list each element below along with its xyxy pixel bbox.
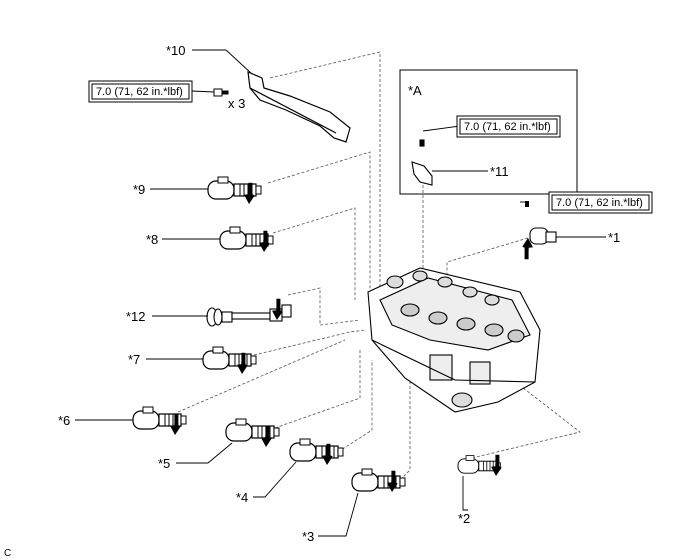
- torque-value-2: 7.0 (71, 62 in.*lbf): [464, 121, 551, 133]
- bolt-icon: [525, 201, 529, 207]
- callout-11: *11: [490, 164, 509, 179]
- solenoid-part-5: [225, 418, 280, 442]
- torque-value-3: 7.0 (71, 62 in.*lbf): [556, 197, 643, 209]
- callout-12: *12: [126, 309, 146, 324]
- callout-1: *1: [608, 230, 620, 245]
- callout-2: *2: [458, 511, 470, 526]
- detail-box-a: [399, 69, 578, 195]
- callout-5: *5: [158, 456, 170, 471]
- callout-9: *9: [133, 182, 145, 197]
- callout-10: *10: [166, 43, 186, 58]
- callout-a: *A: [408, 83, 422, 98]
- callout-6: *6: [58, 413, 70, 428]
- torque-box-3: 7.0 (71, 62 in.*lbf): [548, 191, 653, 214]
- corner-code: C: [4, 548, 11, 559]
- dashed-guide-lines: [177, 51, 581, 481]
- quantity-label: x 3: [228, 96, 245, 111]
- torque-box-1: 7.0 (71, 62 in.*lbf): [88, 80, 193, 103]
- bracket-plate-part-10: [247, 71, 351, 143]
- bolt-icon: [213, 88, 229, 97]
- callout-4: *4: [236, 490, 248, 505]
- torque-value-1: 7.0 (71, 62 in.*lbf): [96, 86, 183, 98]
- bracket-part-11: [411, 139, 433, 186]
- torque-box-2: 7.0 (71, 62 in.*lbf): [456, 115, 561, 138]
- callout-leaders: [75, 49, 606, 537]
- solenoid-part-1: [529, 227, 557, 245]
- callout-8: *8: [146, 232, 158, 247]
- valve-body: [367, 267, 541, 413]
- solenoid-part-3: [351, 468, 406, 492]
- callout-3: *3: [302, 529, 314, 544]
- solenoid-part-7: [202, 346, 257, 370]
- solenoid-part-4: [289, 438, 344, 462]
- spool-part-12: [206, 304, 292, 327]
- callout-7: *7: [128, 352, 140, 367]
